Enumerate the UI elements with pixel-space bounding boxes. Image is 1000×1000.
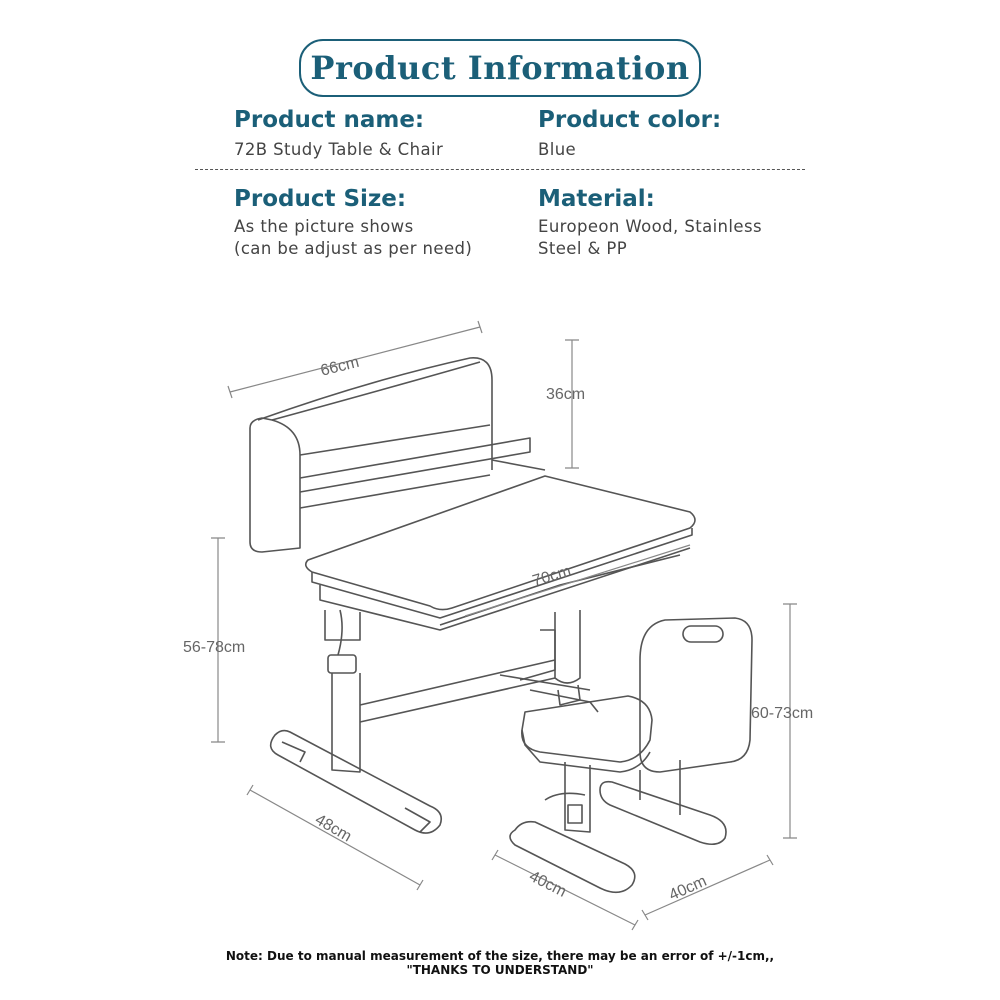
material-value-2: Steel & PP [538,239,628,258]
material-label: Material: [538,186,655,212]
note-line-2: "THANKS TO UNDERSTAND" [406,963,594,977]
dim-chair-height: 60-73cm [751,705,813,722]
product-size-value-1: As the picture shows [234,217,414,236]
dashed-divider [195,169,805,170]
chair [509,617,753,894]
desk-top [304,475,696,631]
dim-hutch-width: 66cm [319,354,361,380]
dim-desk-depth: 48cm [312,811,354,845]
product-color-value: Blue [538,140,577,159]
product-color-label: Product color: [538,107,722,133]
product-size-value-2: (can be adjust as per need) [234,239,473,258]
product-name-label: Product name: [234,107,425,133]
page-title: Product Information [310,49,690,87]
note-line-1: Note: Due to manual measurement of the s… [225,949,775,963]
desk-hutch [249,357,546,553]
material-value-1: Europeon Wood, Stainless [538,217,762,236]
product-name-value: 72B Study Table & Chair [234,140,444,159]
dim-chair-depth: 40cm [526,868,569,901]
title-banner: Product Information [299,39,701,97]
dim-hutch-height: 36cm [546,386,585,403]
dim-desk-width: 70cm [531,563,573,590]
product-size-label: Product Size: [234,186,407,212]
dim-desk-height: 56-78cm [183,639,245,656]
desk-legs [324,609,581,773]
desk-feet [269,674,599,834]
dim-chair-width: 40cm [667,873,710,904]
